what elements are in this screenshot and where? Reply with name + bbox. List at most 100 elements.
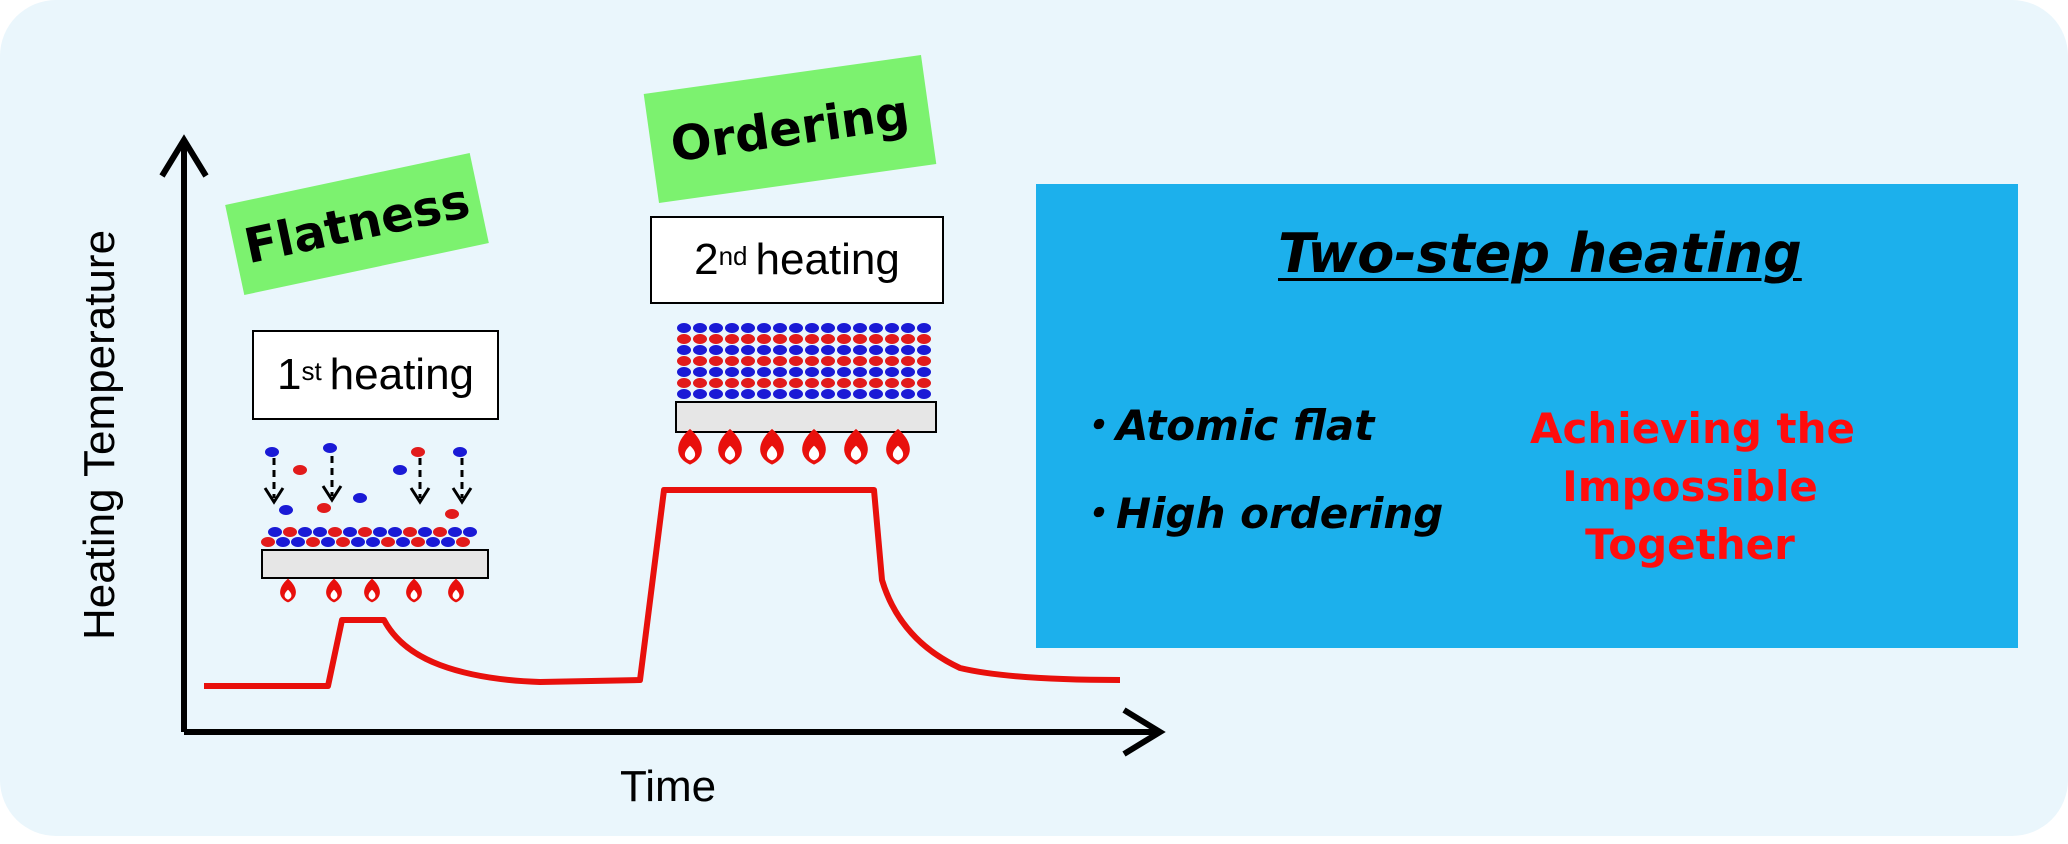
atom: [821, 367, 835, 377]
atom: [757, 323, 771, 333]
atom: [757, 345, 771, 355]
falling-atom: [411, 447, 425, 457]
atom: [837, 389, 851, 399]
atom: [741, 345, 755, 355]
atom: [805, 345, 819, 355]
atom: [741, 356, 755, 366]
first-heating-text: heating: [329, 350, 475, 399]
atom: [853, 389, 867, 399]
atom: [917, 367, 931, 377]
substrate-2: [675, 401, 937, 433]
atom: [821, 334, 835, 344]
atom: [805, 367, 819, 377]
atom: [821, 356, 835, 366]
atom: [869, 356, 883, 366]
falling-atom: [317, 503, 331, 513]
flame-inner: [850, 445, 862, 461]
flame-inner: [808, 445, 820, 461]
atom: [885, 389, 899, 399]
flame-inner: [330, 589, 338, 600]
atom: [741, 334, 755, 344]
first-heating-suffix: st: [301, 355, 322, 386]
atom: [725, 334, 739, 344]
atom: [901, 367, 915, 377]
atom: [328, 527, 342, 537]
deposition-arrows: [263, 456, 473, 505]
atom: [821, 323, 835, 333]
flame-inner: [892, 445, 904, 461]
atom: [917, 378, 931, 388]
atom: [837, 378, 851, 388]
atom: [276, 537, 290, 547]
atom: [321, 537, 335, 547]
atom: [757, 356, 771, 366]
flame-inner: [368, 589, 376, 600]
falling-atom: [323, 443, 337, 453]
atom: [917, 323, 931, 333]
atom: [773, 345, 787, 355]
atom: [351, 537, 365, 547]
atom: [388, 527, 402, 537]
flame-inner: [284, 589, 292, 600]
atom: [677, 356, 691, 366]
atom: [426, 537, 440, 547]
heating-curve: [204, 487, 1121, 689]
atom: [837, 367, 851, 377]
atom: [789, 378, 803, 388]
atom: [773, 334, 787, 344]
atom: [709, 356, 723, 366]
atom: [853, 334, 867, 344]
atom: [709, 367, 723, 377]
atom: [853, 323, 867, 333]
flame-inner: [410, 589, 418, 600]
result-line-3: Together: [1585, 520, 1795, 569]
atom: [789, 367, 803, 377]
atom: [853, 356, 867, 366]
atom: [837, 345, 851, 355]
falling-atom: [453, 447, 467, 457]
first-heating-ordinal: 1: [276, 350, 302, 399]
down-arrow-icon: [409, 487, 431, 505]
x-axis-arrowhead: [1122, 707, 1166, 757]
flame-inner: [766, 445, 778, 461]
atom: [709, 334, 723, 344]
atom: [789, 389, 803, 399]
atom: [725, 389, 739, 399]
atom: [757, 367, 771, 377]
atom: [901, 378, 915, 388]
y-axis-label: Heating Temperature: [75, 229, 124, 641]
atom: [261, 537, 275, 547]
atom: [693, 378, 707, 388]
atom: [396, 537, 410, 547]
atom: [885, 334, 899, 344]
falling-atom: [393, 465, 407, 475]
atom: [677, 334, 691, 344]
atom: [725, 378, 739, 388]
y-axis-arrowhead: [159, 134, 209, 178]
atom: [418, 527, 432, 537]
atom: [789, 334, 803, 344]
atom: [725, 367, 739, 377]
atom: [773, 356, 787, 366]
atom: [837, 334, 851, 344]
atom: [448, 527, 462, 537]
atom: [917, 334, 931, 344]
atom: [677, 323, 691, 333]
atom: [885, 378, 899, 388]
atom: [403, 527, 417, 537]
atom: [757, 334, 771, 344]
atom: [693, 323, 707, 333]
atom: [677, 367, 691, 377]
flame-inner: [684, 445, 696, 461]
bullet-high-ordering: ・High ordering: [1074, 489, 1444, 538]
summary-panel: [1036, 184, 2018, 648]
atom: [441, 537, 455, 547]
second-heating-suffix: nd: [718, 240, 748, 271]
falling-atoms: [265, 443, 467, 519]
atom: [805, 323, 819, 333]
atom: [709, 389, 723, 399]
second-heating-text: heating: [755, 235, 900, 284]
atom: [358, 527, 372, 537]
atom: [757, 378, 771, 388]
